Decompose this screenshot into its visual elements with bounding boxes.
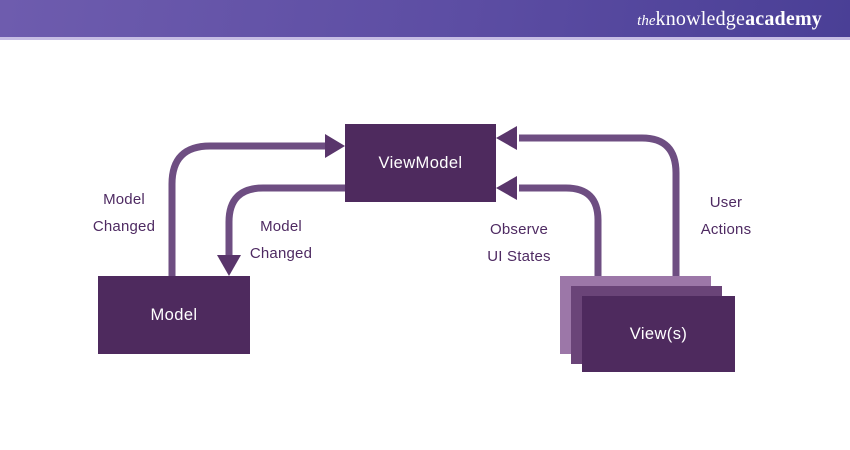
edge-views-observe-arrowhead — [496, 176, 517, 200]
node-viewmodel-label: ViewModel — [378, 153, 463, 172]
edge-viewmodel-to-model-line — [225, 184, 345, 257]
edge-views-useractions-arrowhead — [496, 126, 517, 150]
node-model: Model — [98, 276, 250, 354]
node-views-label: View(s) — [629, 324, 688, 343]
header-bar: theknowledgeacademy — [0, 0, 850, 40]
label-model-changed-up: Model Changed — [92, 191, 156, 235]
label-observe-ui-states: Observe UI States — [487, 221, 551, 265]
edge-model-to-viewmodel-arrowhead — [325, 134, 345, 158]
node-viewmodel: ViewModel — [345, 124, 496, 202]
node-views: View(s) — [582, 296, 735, 372]
node-model-label: Model — [150, 305, 198, 324]
edge-model-to-viewmodel-line — [168, 142, 327, 277]
edge-views-observe-line — [519, 184, 602, 278]
knowledge-academy-logo: theknowledgeacademy — [637, 0, 822, 37]
edge-viewmodel-to-model-arrowhead — [217, 255, 241, 276]
label-user-actions: User Actions — [700, 194, 752, 238]
edge-views-useractions-line — [519, 134, 680, 278]
logo-knowledge: knowledge — [655, 8, 746, 30]
label-model-changed-down: Model Changed — [249, 218, 313, 262]
logo-the: the — [637, 13, 656, 29]
logo-academy: academy — [745, 8, 822, 30]
